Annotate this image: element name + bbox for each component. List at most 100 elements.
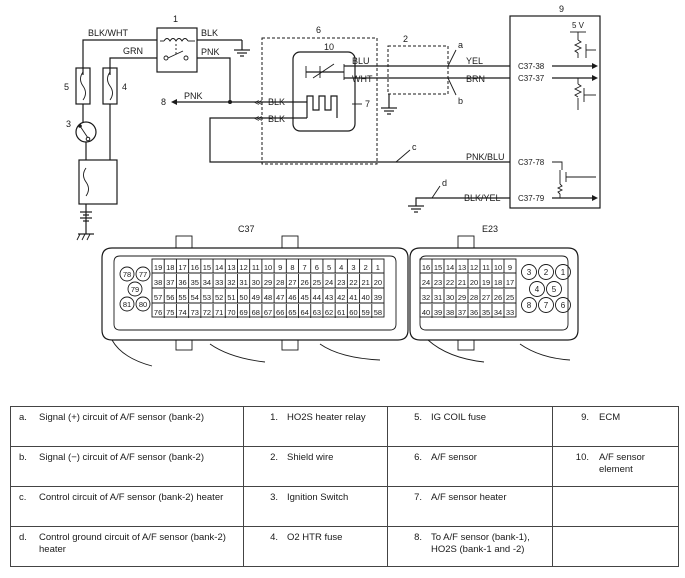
c37-pin: 21 [362, 278, 370, 287]
legend-key: 8. [414, 532, 422, 543]
wire-wht-label: WHT [352, 74, 373, 84]
c37-pin: 38 [154, 278, 162, 287]
legend-text: Ignition Switch [287, 492, 349, 503]
c37-pin: 10 [264, 263, 272, 272]
c37-pin: 62 [325, 308, 333, 317]
c37-pin: 7 [303, 263, 307, 272]
legend-text: A/F sensor heater [431, 492, 507, 503]
c37-pin: 46 [288, 293, 296, 302]
c37-round-pin-label: 79 [131, 285, 139, 294]
c37-round-pin [127, 281, 143, 297]
c37-pin: 18 [166, 263, 174, 272]
c37-pin: 69 [239, 308, 247, 317]
e23-pin: 29 [458, 293, 466, 302]
e23-pin: 22 [446, 278, 454, 287]
legend-key: 7. [414, 492, 422, 503]
c37-pin: 76 [154, 308, 162, 317]
wire-pnk-blu-label: PNK/BLU [466, 152, 505, 162]
c37-pin: 19 [154, 263, 162, 272]
svg-text:≪: ≪ [254, 114, 262, 123]
c37-pin: 64 [300, 308, 308, 317]
c37-pin: 26 [300, 278, 308, 287]
c37-pin: 30 [252, 278, 260, 287]
e23-pin: 39 [434, 308, 442, 317]
svg-text:≪: ≪ [254, 98, 262, 107]
c37-pin: 50 [239, 293, 247, 302]
e23-round-pin-label: 8 [527, 301, 532, 310]
c37-pin: 35 [191, 278, 199, 287]
label-4: 4 [122, 82, 127, 92]
wire-brn-label: BRN [466, 74, 485, 84]
e23-pin: 15 [434, 263, 442, 272]
circuit-d-label: d [442, 178, 447, 188]
legend-cell [552, 486, 679, 527]
wire-yel-label: YEL [466, 56, 483, 66]
e23-round-pin [538, 297, 554, 313]
c37-pin: 31 [239, 278, 247, 287]
c37-pin: 54 [191, 293, 199, 302]
c37-pin: 48 [264, 293, 272, 302]
wire-blk-yel-label: BLK/YEL [464, 193, 501, 203]
c37-pin: 70 [227, 308, 235, 317]
c37-pin: 59 [362, 308, 370, 317]
legend-text: Shield wire [287, 452, 334, 463]
e23-pin: 16 [422, 263, 430, 272]
legend-key: d. [19, 532, 27, 543]
label-9: 9 [559, 4, 564, 14]
c37-pin: 15 [203, 263, 211, 272]
c37-pin: 2 [364, 263, 368, 272]
c37-pin: 32 [227, 278, 235, 287]
c37-pin: 23 [337, 278, 345, 287]
e23-pin: 23 [434, 278, 442, 287]
legend-key: 2. [270, 452, 278, 463]
c37-round-pin-label: 81 [123, 300, 131, 309]
legend-cell: 6.A/F sensor [387, 446, 553, 487]
label-8: 8 [161, 97, 166, 107]
legend-cell: 3.Ignition Switch [243, 486, 388, 527]
e23-pin: 19 [482, 278, 490, 287]
c37-round-pin [135, 266, 151, 282]
ecm-pin-c37-79: C37-79 [518, 194, 545, 203]
c37-pin: 41 [349, 293, 357, 302]
e23-pin: 17 [506, 278, 514, 287]
e23-pin: 26 [494, 293, 502, 302]
e23-pin: 38 [446, 308, 454, 317]
c37-pin: 36 [178, 278, 186, 287]
c37-pin: 4 [339, 263, 343, 272]
ecm [509, 15, 601, 209]
legend-text: Signal (+) circuit of A/F sensor (bank-2… [39, 412, 204, 423]
label-10: 10 [324, 42, 334, 52]
legend-cell: 5.IG COIL fuse [387, 406, 553, 447]
legend-cell: 4.O2 HTR fuse [243, 526, 388, 567]
legend-cell [552, 526, 679, 567]
c37-pin: 44 [313, 293, 321, 302]
c37-pin: 55 [178, 293, 186, 302]
wire-blu-label: BLU [352, 56, 370, 66]
label-7: 7 [365, 99, 370, 109]
c37-pin: 14 [215, 263, 223, 272]
e23-round-pin [555, 264, 571, 280]
legend-cell: 1.HO2S heater relay [243, 406, 388, 447]
legend-text: A/F sensor element [599, 452, 645, 475]
c37-pin: 51 [227, 293, 235, 302]
c37-pin: 8 [290, 263, 294, 272]
c37-pin: 72 [203, 308, 211, 317]
legend-key: 4. [270, 532, 278, 543]
c37-pin: 1 [376, 263, 380, 272]
legend-text: To A/F sensor (bank-1), HO2S (bank-1 and… [431, 532, 530, 555]
c37-pin: 39 [374, 293, 382, 302]
c37-pin: 45 [300, 293, 308, 302]
shield-wire [387, 45, 449, 95]
ecm-pin-c37-78: C37-78 [518, 158, 545, 167]
legend-cell: a.Signal (+) circuit of A/F sensor (bank… [10, 406, 244, 447]
c37-pin: 37 [166, 278, 174, 287]
c37-pin: 74 [178, 308, 186, 317]
ho2s-heater-relay [156, 27, 198, 73]
legend-key: 10. [575, 452, 589, 463]
label-2: 2 [403, 34, 408, 44]
legend-key: b. [19, 452, 27, 463]
legend-cell: 9.ECM [552, 406, 679, 447]
wire-blk-sensor-1-label: BLK [268, 97, 285, 107]
e23-pin: 13 [458, 263, 466, 272]
